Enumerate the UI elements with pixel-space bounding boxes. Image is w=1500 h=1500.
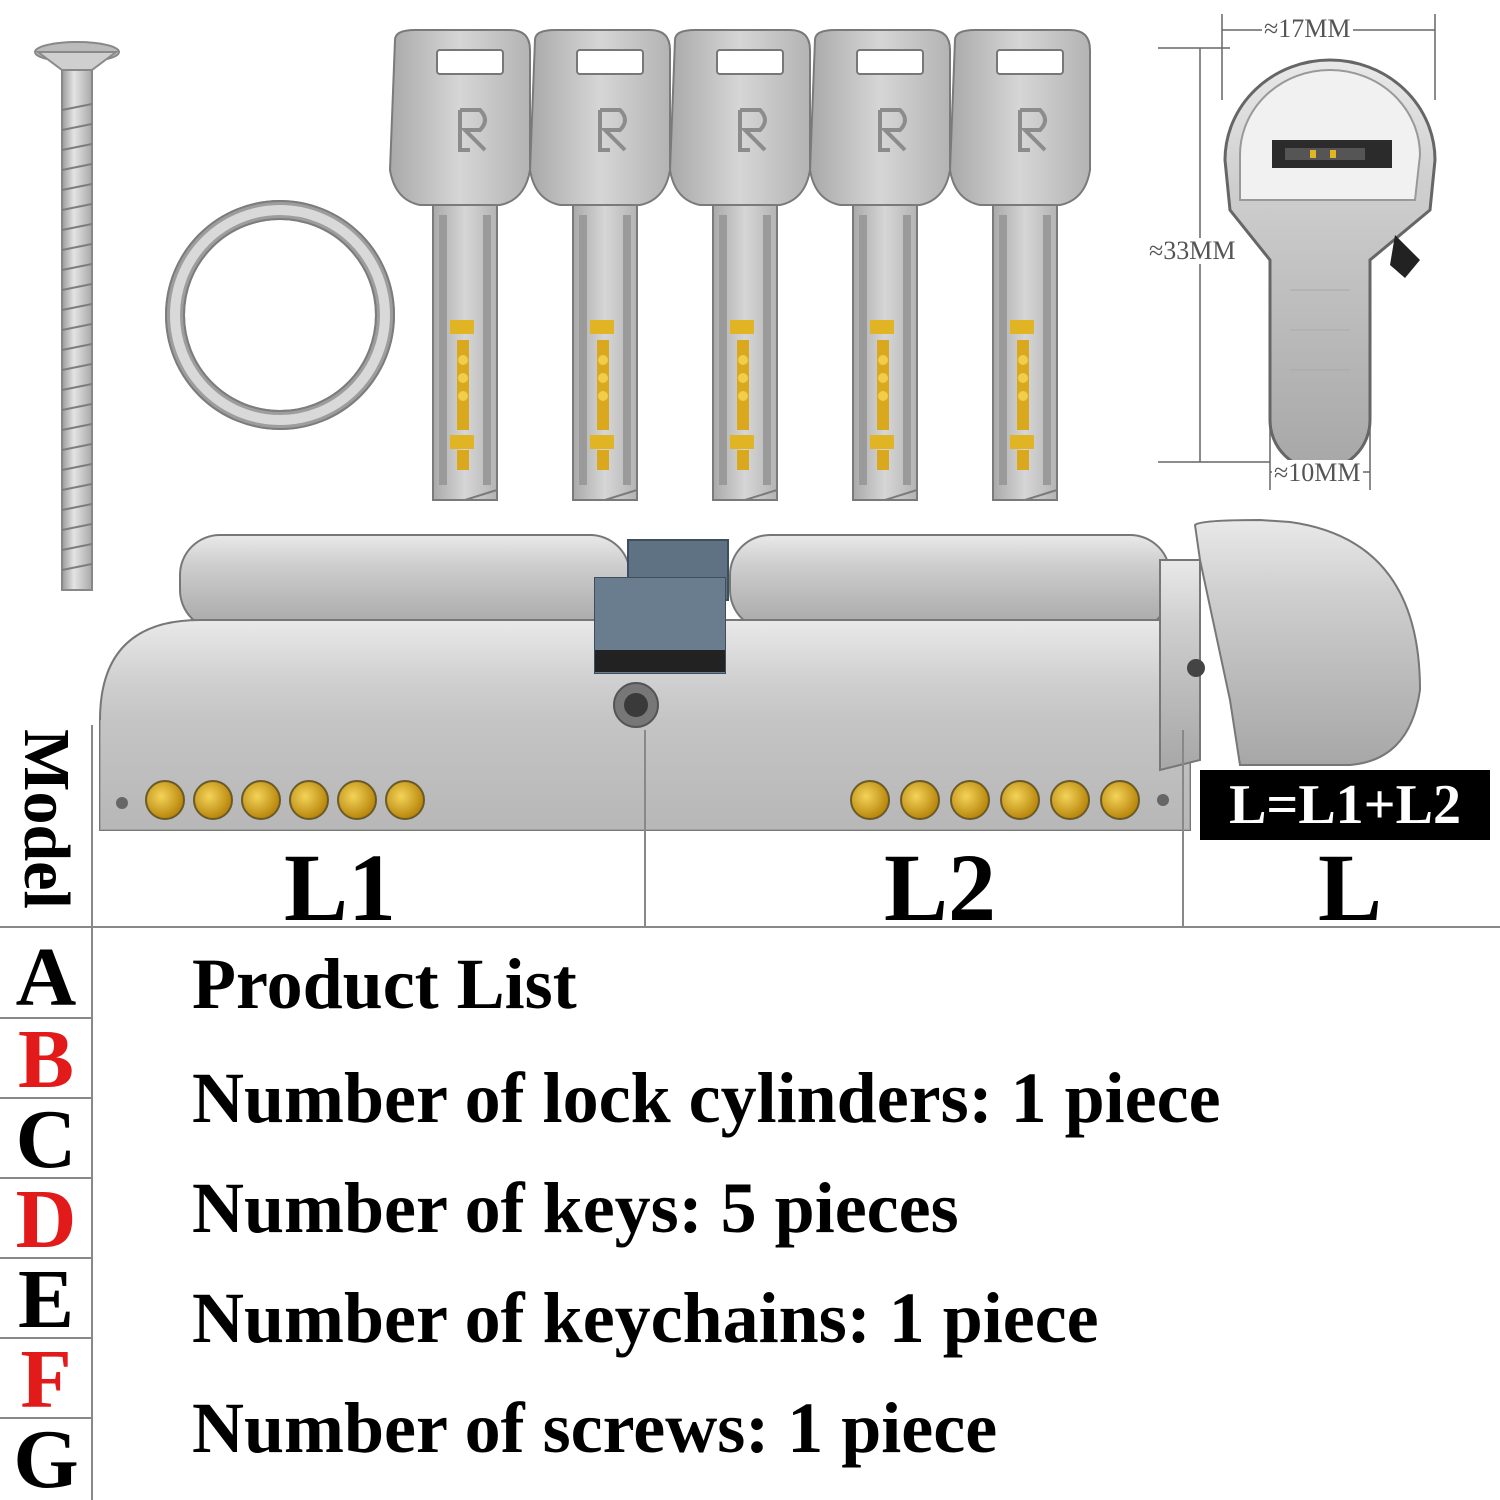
product-list-item: Number of screws: 1 piece — [192, 1388, 998, 1468]
lock-cylinder — [99, 518, 1422, 831]
segment-label-l: L — [1317, 834, 1383, 941]
screw-threads — [61, 103, 93, 571]
model-option-b: B — [17, 1020, 75, 1100]
brass-pin — [337, 780, 377, 820]
key-4 — [808, 29, 951, 501]
bottom-dimension-label: ≈10MM — [1272, 458, 1363, 487]
product-list-item: Number of keychains: 1 piece — [192, 1278, 1099, 1358]
grid-lines — [0, 725, 1500, 1500]
brass-pin — [1050, 780, 1090, 820]
segment-label-l2: L2 — [883, 834, 997, 941]
length-formula-badge: L=L1+L2 — [1200, 770, 1490, 840]
brass-pin — [1000, 780, 1040, 820]
brass-pin — [950, 780, 990, 820]
key-5 — [948, 29, 1091, 501]
model-option-c: C — [15, 1100, 77, 1180]
width-dimension-label: ≈17MM — [1262, 14, 1353, 43]
brass-pin — [1100, 780, 1140, 820]
brass-pin — [850, 780, 890, 820]
screw — [34, 41, 120, 591]
brass-pin — [145, 780, 185, 820]
model-option-f: F — [20, 1340, 72, 1420]
model-heading: Model — [10, 729, 83, 909]
model-option-e: E — [17, 1260, 75, 1340]
product-list-item: Number of keys: 5 pieces — [192, 1168, 959, 1248]
model-heading-cell: Model — [0, 712, 92, 927]
model-option-d: D — [15, 1180, 77, 1260]
product-list-title: Product List — [192, 944, 577, 1024]
keys-group — [388, 29, 1091, 501]
brass-pin — [289, 780, 329, 820]
product-list-item: Number of lock cylinders: 1 piece — [192, 1058, 1221, 1138]
brass-pin — [241, 780, 281, 820]
brass-pin — [900, 780, 940, 820]
cylinder-front-profile — [1223, 58, 1437, 472]
key-3 — [668, 29, 811, 501]
key-ring — [165, 200, 395, 430]
model-option-a: A — [15, 938, 77, 1018]
brass-pins — [145, 780, 1140, 820]
brass-pin — [193, 780, 233, 820]
segment-label-l1: L1 — [283, 834, 397, 941]
height-dimension-label: ≈33MM — [1147, 236, 1238, 265]
key-1 — [388, 29, 531, 501]
model-option-g: G — [13, 1420, 79, 1500]
key-2 — [528, 29, 671, 501]
brass-pin — [385, 780, 425, 820]
